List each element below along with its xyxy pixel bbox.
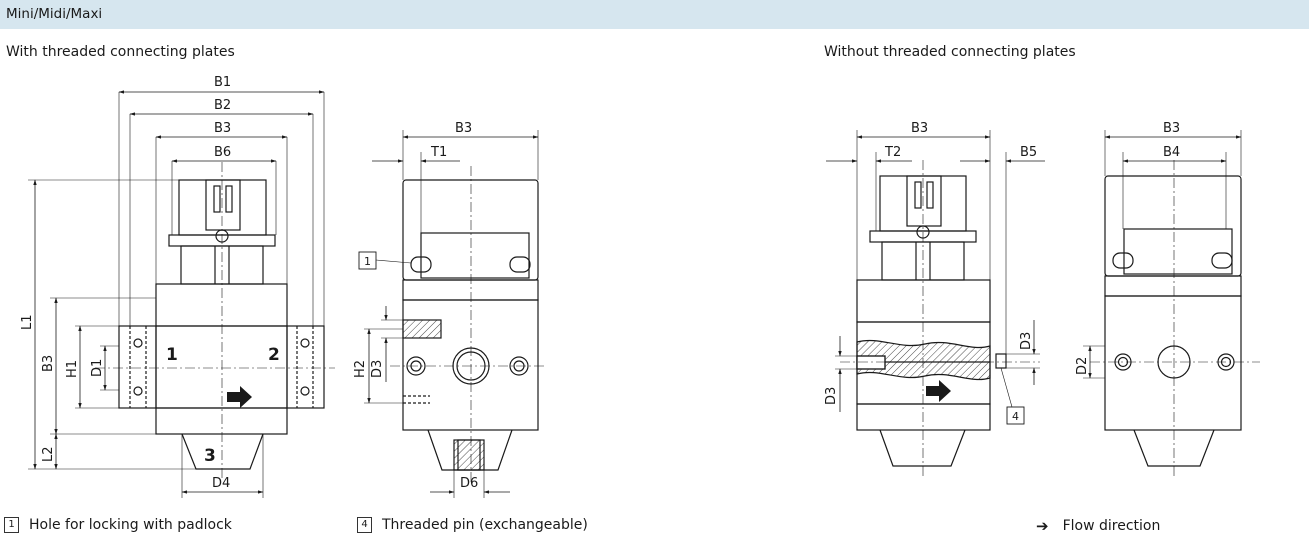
dim-b4: B4 — [1163, 145, 1180, 160]
dim-h1: H1 — [65, 360, 80, 378]
right-section-title: Without threaded connecting plates — [824, 44, 1076, 60]
dim-t1: T1 — [430, 145, 447, 160]
legend-flow-text: Flow direction — [1062, 518, 1161, 534]
dimension-labels: B1 B2 B3 B6 D4 L1 B3 L2 H1 D1 B3 T1 D6 H… — [20, 75, 1180, 491]
dim-l2: L2 — [41, 446, 56, 462]
legend-flow: ➔ Flow direction — [1036, 517, 1160, 535]
legend-number-1: 1 — [4, 517, 19, 533]
dim-d3-right: D3 — [1019, 332, 1034, 350]
flow-arrow-icon — [227, 380, 951, 408]
dim-b6: B6 — [214, 145, 231, 160]
dim-h2: H2 — [353, 360, 368, 378]
view-front-with-plates — [28, 90, 335, 498]
dim-l1: L1 — [20, 314, 35, 330]
dim-b3: B3 — [214, 121, 231, 136]
dim-d3-side: D3 — [370, 360, 385, 378]
callout-4: 4 — [1012, 410, 1019, 423]
technical-drawing: B1 B2 B3 B6 D4 L1 B3 L2 H1 D1 B3 T1 D6 H… — [20, 75, 1260, 498]
callout-1: 1 — [364, 255, 371, 268]
dim-d2: D2 — [1075, 357, 1090, 375]
port-label-1: 1 — [166, 345, 178, 365]
dim-b3-right: B3 — [911, 121, 928, 136]
dim-d4: D4 — [212, 476, 230, 491]
port-label-2: 2 — [268, 345, 280, 365]
dim-b3-far: B3 — [1163, 121, 1180, 136]
legend-text-1: Hole for locking with padlock — [29, 517, 232, 533]
view-side-without-plates — [1083, 130, 1260, 478]
dim-b1: B1 — [214, 75, 231, 90]
dim-d3-left: D3 — [824, 387, 839, 405]
header-bar: Mini/Midi/Maxi — [0, 0, 1309, 29]
dim-t2: T2 — [884, 145, 901, 160]
dim-b3-vertical: B3 — [41, 355, 56, 372]
dim-b5: B5 — [1020, 145, 1037, 160]
dim-b2: B2 — [214, 98, 231, 113]
legend-item-4: 4 Threaded pin (exchangeable) — [357, 517, 588, 533]
legend-text-4: Threaded pin (exchangeable) — [382, 517, 588, 533]
header-title: Mini/Midi/Maxi — [6, 6, 103, 22]
port-label-3: 3 — [204, 446, 216, 466]
view-side-with-plates — [358, 130, 545, 498]
legend-number-4: 4 — [357, 517, 372, 533]
dim-b3-side: B3 — [455, 121, 472, 136]
dim-d6: D6 — [460, 476, 478, 491]
view-front-without-plates — [826, 130, 1045, 478]
flow-direction-icon: ➔ — [1036, 517, 1049, 535]
legend-item-1: 1 Hole for locking with padlock — [4, 517, 232, 533]
left-section-title: With threaded connecting plates — [6, 44, 235, 60]
dim-d1: D1 — [90, 359, 105, 377]
